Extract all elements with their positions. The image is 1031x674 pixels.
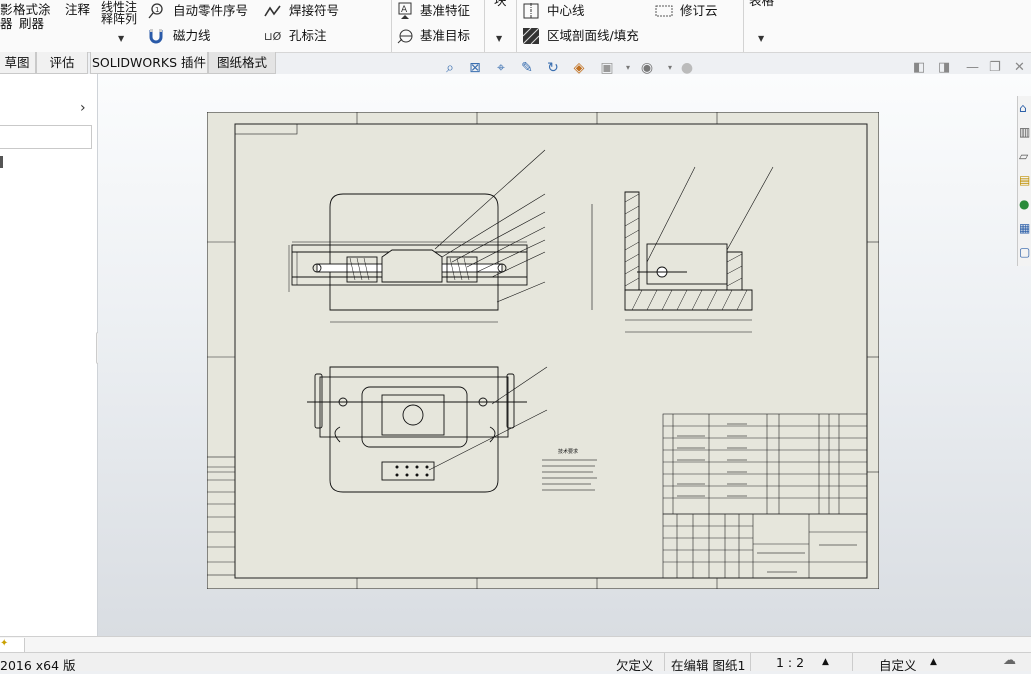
pan-icon[interactable]: ✎ xyxy=(521,60,533,76)
appearances-icon[interactable]: ● xyxy=(1019,197,1030,211)
hole-callout-icon: ⊔Ø xyxy=(264,30,282,43)
task-pane-tabs xyxy=(1017,96,1031,266)
status-separator xyxy=(750,653,751,671)
tab-solidworks-addins[interactable]: SOLIDWORKS 插件 xyxy=(90,52,208,74)
sheet-tab-strip: ✦ xyxy=(0,636,1031,653)
format-painter-label-1[interactable]: 格式涂 xyxy=(13,2,51,17)
datum-target-icon xyxy=(397,28,413,44)
tree-item-fragment xyxy=(0,156,3,168)
status-units[interactable]: 自定义 xyxy=(879,658,917,673)
drawing-sheet[interactable]: 技术要求 xyxy=(207,112,879,589)
hide-show-items-icon[interactable]: ◉ xyxy=(640,60,654,76)
format-painter-label-2[interactable]: 刷器 xyxy=(19,16,45,31)
weld-symbol-button[interactable]: 焊接符号 xyxy=(289,3,340,18)
restore-icon[interactable]: ❐ xyxy=(989,60,1001,75)
hole-callout-button[interactable]: 孔标注 xyxy=(289,28,327,43)
view-orientation-icon[interactable]: ▣ xyxy=(600,60,614,76)
status-separator xyxy=(664,653,665,671)
svg-text:A: A xyxy=(401,5,408,15)
area-hatch-icon xyxy=(522,27,540,45)
note-button[interactable]: 注释 xyxy=(65,2,91,17)
revision-cloud-button[interactable]: 修订云 xyxy=(680,3,718,18)
linear-pattern-label-1[interactable]: 线性注 xyxy=(101,0,138,14)
sheet-tab-icon[interactable]: ✦ xyxy=(0,638,25,652)
ribbon-separator xyxy=(484,0,485,52)
rotate-icon[interactable]: ↻ xyxy=(547,60,559,76)
zoom-to-fit-icon[interactable]: ⌕ xyxy=(446,60,454,76)
close-icon[interactable]: ✕ xyxy=(1014,60,1025,75)
status-separator xyxy=(852,653,853,671)
chevron-up-icon[interactable]: ▲ xyxy=(930,657,937,667)
datum-feature-button[interactable]: 基准特征 xyxy=(420,3,471,18)
revision-cloud-icon xyxy=(655,3,673,19)
ribbon-fragment-1: 影 xyxy=(0,2,13,17)
help-icon[interactable]: ☁ xyxy=(1003,653,1016,668)
chevron-down-icon[interactable]: ▼ xyxy=(118,34,125,43)
tile-left-icon[interactable]: ◧ xyxy=(913,60,926,75)
home-icon[interactable]: ⌂ xyxy=(1019,101,1027,115)
filter-input[interactable] xyxy=(0,125,92,149)
status-underdefined: 欠定义 xyxy=(616,658,654,673)
chevron-up-icon[interactable]: ▲ xyxy=(822,657,829,667)
feature-manager-panel: › • xyxy=(0,74,106,636)
file-explorer-icon[interactable]: ▱ xyxy=(1019,149,1029,163)
datum-feature-icon: A xyxy=(397,2,413,19)
chevron-down-icon[interactable]: ▼ xyxy=(758,34,765,43)
design-library-icon[interactable]: ▥ xyxy=(1019,125,1031,139)
command-manager-tabs: 草图 评估 SOLIDWORKS 插件 图纸格式 xyxy=(0,52,280,74)
magnet-icon xyxy=(148,28,164,44)
linear-pattern-label-2[interactable]: 释阵列 xyxy=(101,12,138,26)
scene-icon[interactable]: ● xyxy=(680,60,694,76)
centerline-button[interactable]: 中心线 xyxy=(547,3,585,18)
auto-balloon-button[interactable]: 自动零件序号 xyxy=(173,3,249,18)
view-palette-icon[interactable]: ▤ xyxy=(1019,173,1031,187)
centerline-icon xyxy=(523,3,539,19)
ribbon-fragment-2: 器 xyxy=(0,16,13,31)
svg-text:1: 1 xyxy=(155,6,159,14)
custom-properties-icon[interactable]: ▦ xyxy=(1019,221,1031,235)
ribbon-separator xyxy=(516,0,517,52)
previous-view-icon[interactable]: ⌖ xyxy=(497,60,505,76)
ribbon-separator xyxy=(391,0,392,52)
technical-notes-title: 技术要求 xyxy=(558,448,578,455)
magnetic-line-button[interactable]: 磁力线 xyxy=(173,28,211,43)
block-button[interactable]: 块 xyxy=(494,0,507,8)
status-bar: 2016 x64 版 欠定义 在编辑 图纸1 1 : 2 ▲ 自定义 ▲ ☁ xyxy=(0,652,1031,673)
tile-right-icon[interactable]: ◨ xyxy=(938,60,951,75)
display-style-icon[interactable]: ◈ xyxy=(573,60,585,76)
zoom-area-icon[interactable]: ⊠ xyxy=(469,60,481,76)
drawing-sheet-svg: 技术要求 xyxy=(207,112,879,589)
status-scale[interactable]: 1 : 2 xyxy=(776,655,805,670)
tab-sheet-format[interactable]: 图纸格式 xyxy=(208,52,276,74)
chevron-down-icon[interactable]: ▾ xyxy=(625,63,630,72)
forum-icon[interactable]: ▢ xyxy=(1019,245,1031,259)
chevron-right-icon[interactable]: › xyxy=(80,100,86,116)
command-ribbon: 影 器 格式涂 刷器 注释 线性注 释阵列 ▼ 1 自动零件序号 磁力线 焊接符… xyxy=(0,0,1031,53)
weld-symbol-icon xyxy=(264,3,281,19)
chevron-down-icon[interactable]: ▼ xyxy=(496,34,503,43)
auto-balloon-icon: 1 xyxy=(148,3,164,19)
tab-evaluate[interactable]: 评估 xyxy=(36,52,88,74)
ribbon-separator xyxy=(743,0,744,52)
status-editing: 在编辑 图纸1 xyxy=(671,658,746,673)
chevron-down-icon[interactable]: ▾ xyxy=(667,63,672,72)
area-hatch-button[interactable]: 区域剖面线/填充 xyxy=(547,28,639,43)
tab-sketch[interactable]: 草图 xyxy=(0,52,36,74)
minimize-icon[interactable]: — xyxy=(966,60,979,75)
table-button[interactable]: 表格 xyxy=(749,0,775,8)
datum-target-button[interactable]: 基准目标 xyxy=(420,28,471,43)
status-version: 2016 x64 版 xyxy=(0,658,76,673)
